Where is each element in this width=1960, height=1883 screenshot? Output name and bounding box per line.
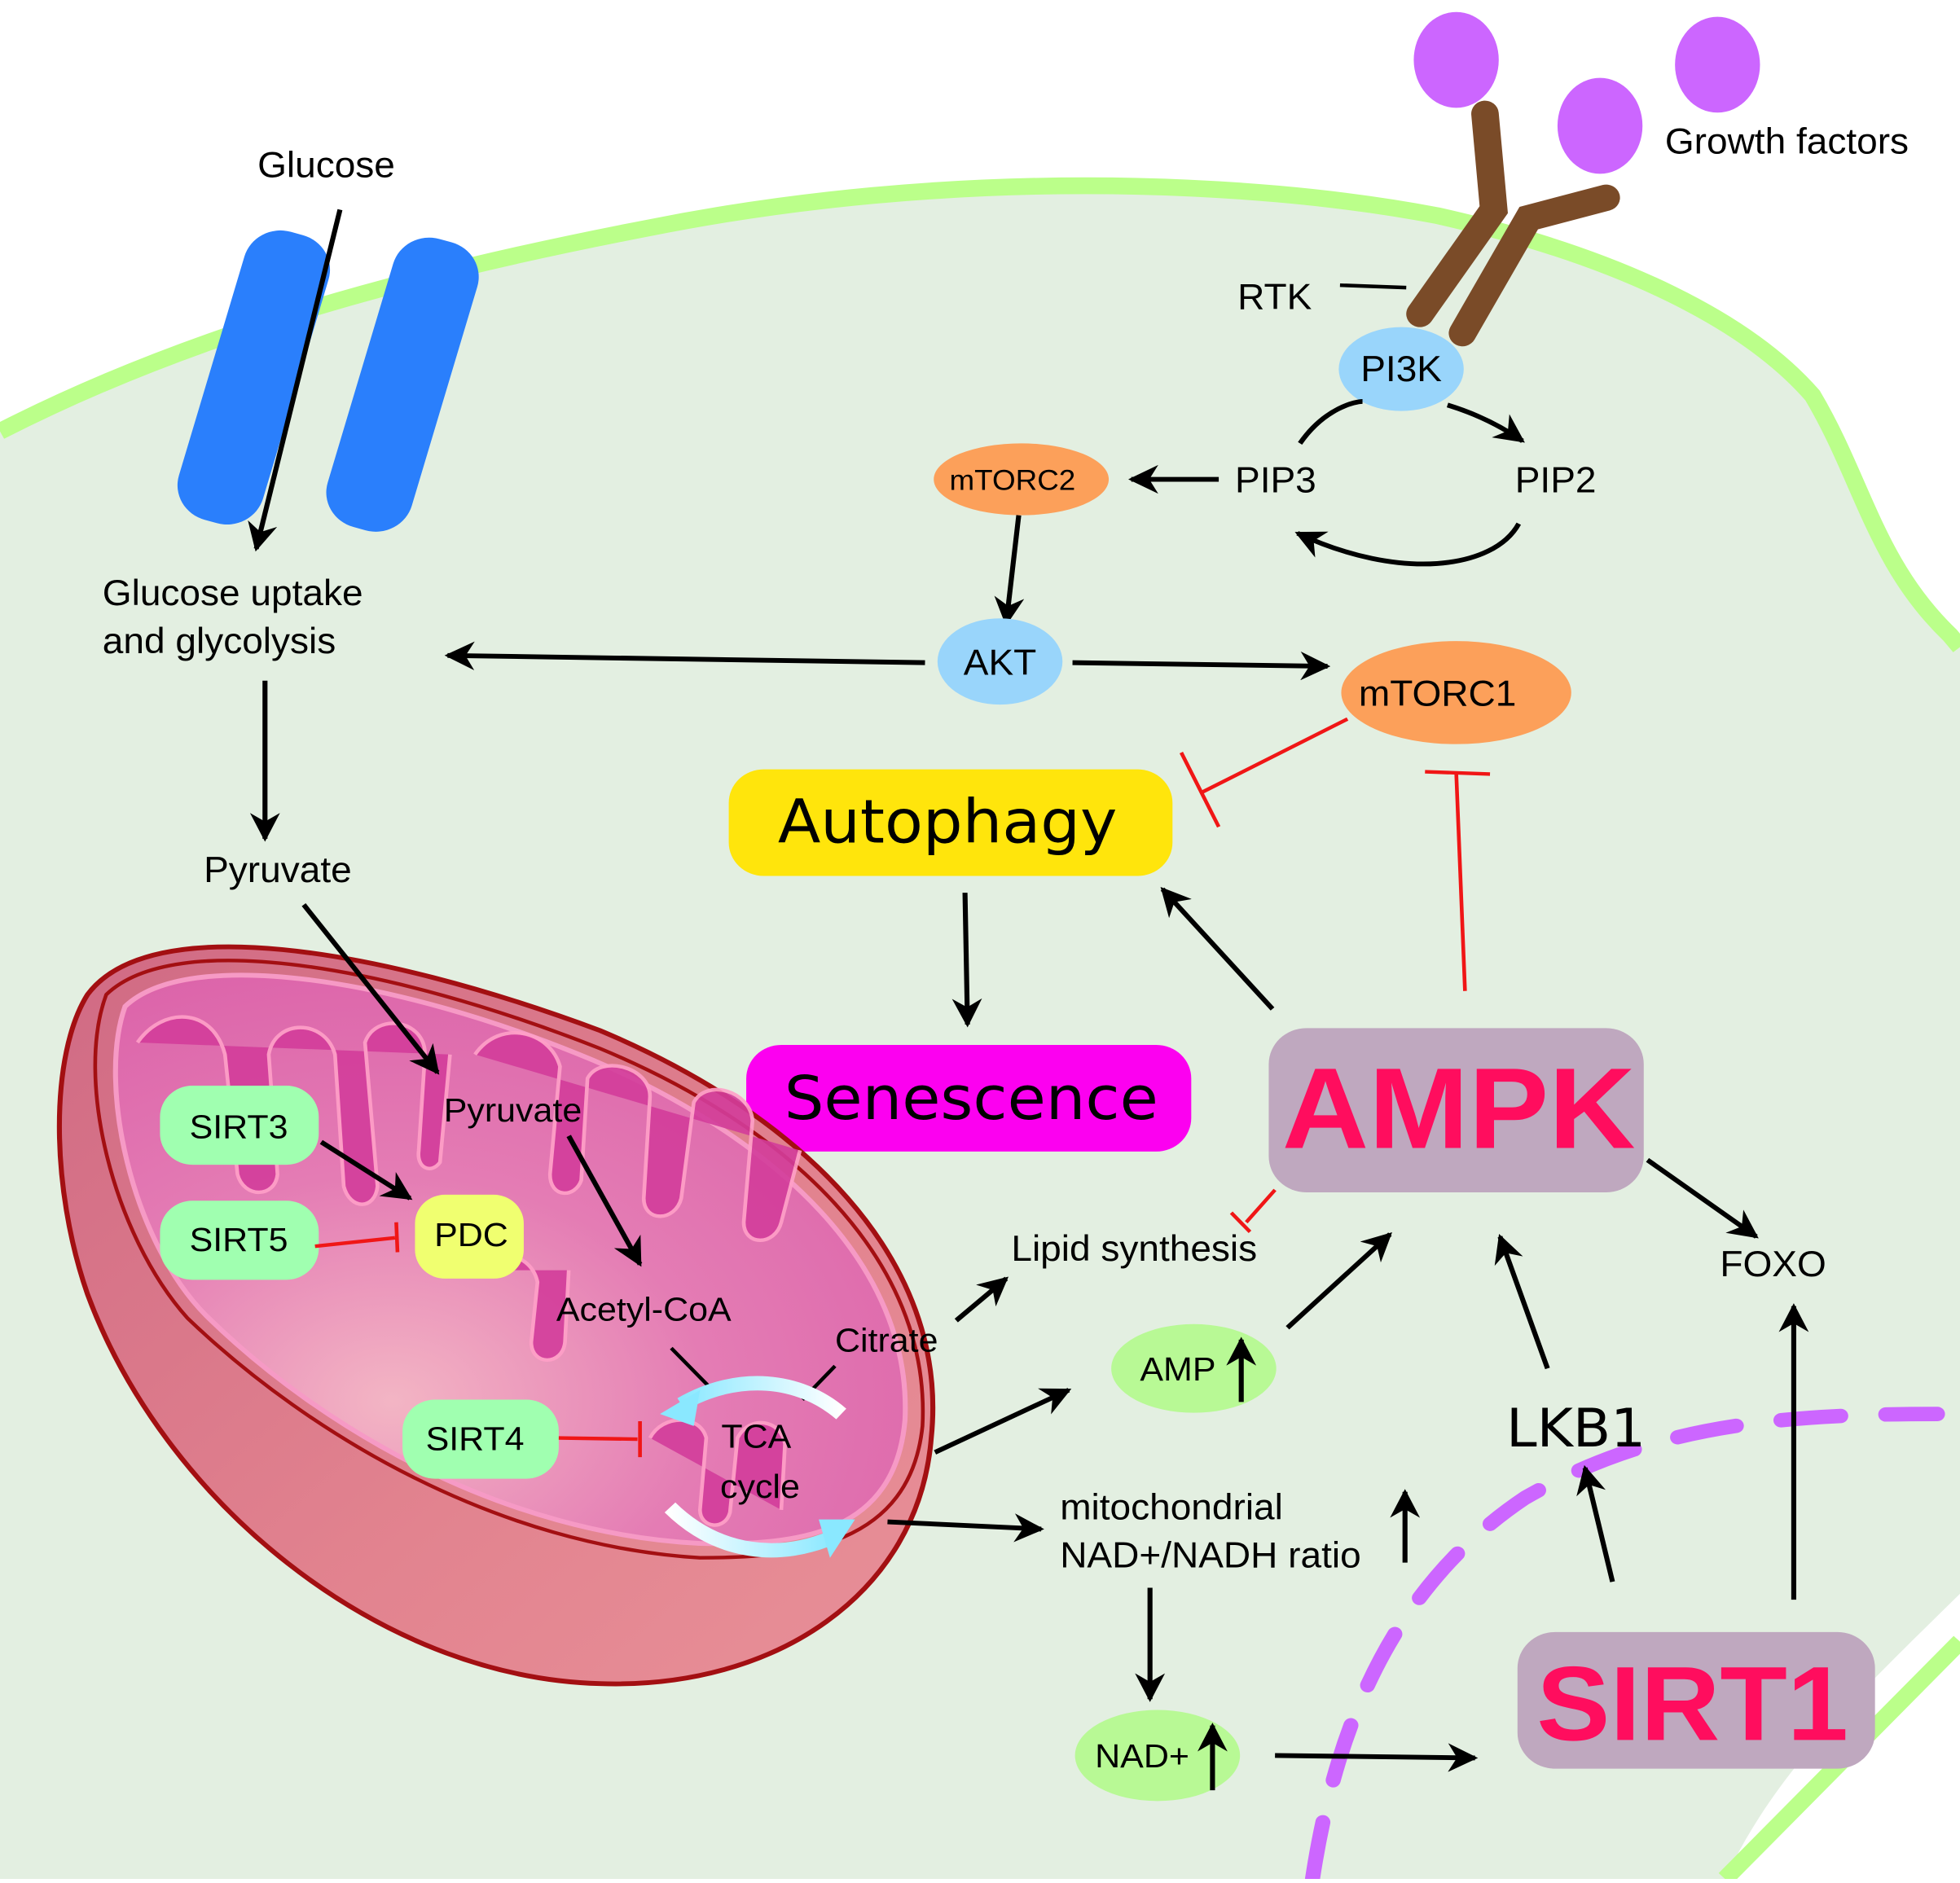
inhibition-bar [1229,1211,1252,1234]
rtk-label: RTK [1237,276,1312,317]
ampk-node[interactable] [1268,1028,1644,1192]
glucose-transporter [177,230,479,532]
mito-to-nad-ratio-arrow [887,1513,1044,1543]
mtorc2-to-akt-arrow [994,515,1025,626]
pyruvate-into-mito-arrow [301,903,440,1075]
akt-to-mtorc1-arrow [1072,651,1331,681]
autophagy-node[interactable] [728,769,1173,876]
lkb1-label: LKB1 [1506,1398,1646,1459]
pip3-label: PIP3 [1235,460,1316,501]
ampk-inhibits-lipid-synthesis [1245,1188,1277,1224]
foxo-label: FOXO [1720,1244,1826,1284]
pip3-pi3k-arc [1298,398,1363,446]
tca-cycle-arrow-bottom [664,1502,838,1558]
glucose-entry-arrow [248,208,343,552]
mtorc2-label: mTORC2 [950,463,1076,496]
citrate-label: Citrate [835,1321,938,1358]
pi3k-to-pip2-arrow [1446,402,1525,443]
glucose-label: Glucose [257,145,395,186]
inhibition-bar [394,1222,400,1253]
mtorc1-inhibits-autophagy [1198,717,1349,795]
sirt3-label: SIRT3 [190,1108,288,1146]
tca-label-line1: TCA [721,1417,791,1455]
nucleus-boundary [1304,1407,1945,1883]
akt-to-glycolysis-arrow [444,641,925,670]
glucose-uptake-label-line1: Glucose uptake [103,573,363,613]
pip2-label: PIP2 [1515,460,1597,501]
akt-label: AKT [964,642,1036,683]
pdc-label: PDC [434,1216,508,1253]
pi3k-label: PI3K [1360,349,1442,389]
nad-plus-label: NAD+ [1095,1737,1189,1775]
inhibition-bar [1425,770,1491,776]
lkb1-to-ampk-arrow [1494,1234,1550,1370]
sirt5-label: SIRT5 [190,1221,288,1258]
acetylcoa-connector [670,1346,714,1392]
mtorc1-node[interactable] [1341,641,1571,744]
sirt4-node[interactable] [402,1399,559,1479]
amp-to-ampk-arrow [1285,1232,1392,1330]
tca-arrowhead-top [660,1389,701,1426]
mtorc1-label: mTORC1 [1359,673,1516,713]
ampk-inhibits-mtorc1 [1454,772,1467,991]
sirt4-inhibits-tca [558,1436,638,1442]
sirt3-to-pdc-arrow [319,1139,413,1200]
acetyl-coa-label: Acetyl-CoA [556,1290,732,1328]
lipid-synthesis-label: Lipid synthesis [1011,1228,1257,1269]
mtorc2-node[interactable] [934,443,1110,516]
mito-pyruvate-label: Pyruvate [444,1091,582,1129]
rtk-pointer-line [1339,283,1407,290]
amp-label: AMP [1140,1350,1215,1388]
citrate-to-lipid-arrow [954,1276,1009,1323]
tca-label-line2: cycle [720,1468,800,1505]
akt-node[interactable] [937,618,1063,705]
ampk-label: AMPK [1282,1043,1636,1173]
tca-cycle-arrow-top [677,1376,846,1420]
senescence-node[interactable] [746,1044,1192,1152]
nad-ratio-label-line2: NAD+/NADH ratio [1060,1534,1360,1575]
sirt4-label: SIRT4 [426,1420,525,1457]
pip2-to-pip3-arrow [1294,522,1522,567]
nad-ratio-label-line1: mitochondrial [1060,1486,1283,1527]
autophagy-label: Autophagy [778,787,1118,857]
sirt1-node[interactable] [1517,1631,1875,1769]
growth-factors-label: Growth factors [1665,121,1909,161]
sirt1-to-lkb1-arrow [1576,1464,1615,1582]
inhibition-bar [1179,752,1221,828]
sirt5-node[interactable] [160,1200,319,1280]
rtk-receptor-icon [1406,100,1620,347]
ampk-to-autophagy-arrow [1160,887,1275,1011]
pi3k-node[interactable] [1338,327,1464,411]
sirt5-inhibits-pdc [314,1236,396,1249]
ampk-to-foxo-arrow [1646,1157,1759,1239]
pdc-node[interactable] [415,1194,524,1279]
growth-factor-ligands [1413,11,1760,174]
cell-membrane [0,177,1960,652]
mito-to-amp-arrow [934,1388,1072,1455]
autophagy-to-senescence-arrow [951,893,982,1028]
pyruvate-to-acetylcoa-arrow [566,1135,643,1267]
tca-arrowhead-bottom [819,1519,855,1558]
sirt3-node[interactable] [160,1085,319,1165]
nad-to-sirt1-arrow [1275,1743,1479,1772]
sirt1-label: SIRT1 [1536,1645,1848,1763]
senescence-label: Senescence [784,1064,1158,1134]
pyruvate-cytosol-label: Pyruvate [204,849,352,890]
glucose-uptake-label-line2: and glycolysis [103,621,336,661]
